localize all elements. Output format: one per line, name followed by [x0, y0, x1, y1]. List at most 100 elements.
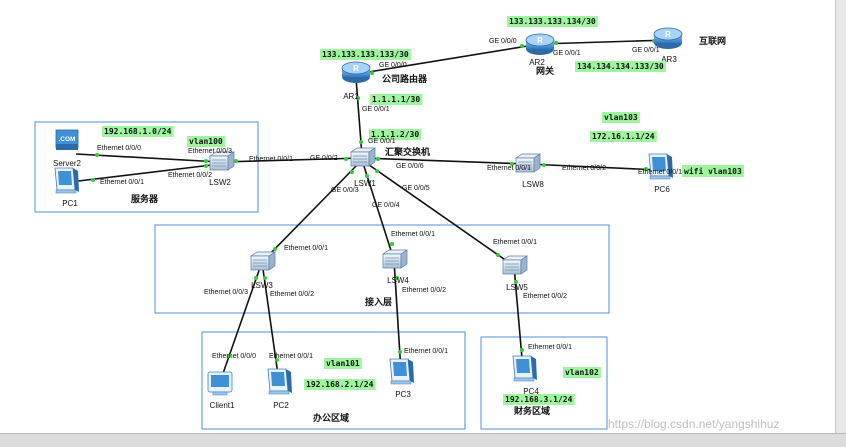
ar2-ar3-address: 134.134.134.133/30: [577, 62, 664, 71]
link-lsw8-pc6: [526, 163, 661, 171]
pc-pc1[interactable]: PC1: [54, 167, 80, 208]
switch-lsw1[interactable]: LSW1: [350, 147, 376, 188]
net-101-address: 192.168.2.1/24: [306, 380, 374, 389]
address-label-highlight: [102, 126, 174, 137]
client1-label: Client1: [210, 401, 235, 410]
address-labels: 133.133.133.133/30 133.133.133.134/30 13…: [102, 16, 744, 405]
watermark: https://blog.csdn.net/yangshihuz: [608, 417, 779, 431]
pc2-label: PC2: [273, 401, 289, 410]
pc-pc2[interactable]: PC2: [267, 368, 293, 410]
port-ar3-g001: GE 0/0/1: [632, 47, 660, 54]
port-pc4-e001: Ethernet 0/0/1: [528, 344, 572, 351]
address-label-highlight: [590, 131, 657, 142]
port-lsw4-e002: Ethernet 0/0/2: [402, 287, 446, 294]
topology-diagram: R: [34, 16, 779, 431]
vlan103-label: vlan103: [604, 113, 638, 122]
address-label-highlight: [507, 16, 598, 27]
port-pc6-e001: Ethernet 0/0/1: [638, 169, 682, 176]
access-layer-label: 接入层: [365, 296, 392, 308]
pc3-label: PC3: [395, 390, 411, 399]
switch-lsw4[interactable]: LSW4: [382, 249, 409, 285]
address-label-highlight: [563, 367, 601, 378]
finance-area-box: [480, 336, 608, 430]
port-ar1-g000: GE 0/0/0: [379, 62, 407, 69]
port-client1-e000: Ethernet 0/0/0: [212, 353, 256, 360]
link-server2-lsw2: [75, 153, 221, 163]
office-area-box: [201, 331, 466, 430]
port-lsw1-g004: GE 0/0/4: [372, 202, 400, 209]
router-ar2[interactable]: AR2: [525, 33, 555, 67]
link-pc1-lsw2: [69, 163, 221, 183]
pc-pc3[interactable]: PC3: [389, 358, 415, 399]
client-client1[interactable]: Client1: [207, 371, 235, 410]
lsw4-label: LSW4: [387, 276, 409, 285]
switch-lsw3[interactable]: LSW3: [250, 251, 276, 290]
ar3-label: AR3: [661, 55, 677, 64]
ar1-label: AR1: [343, 92, 359, 101]
port-lsw5-e002: Ethernet 0/0/2: [523, 293, 567, 300]
pc-pc4[interactable]: PC4: [512, 355, 539, 396]
lsw1-up-address: 1.1.1.2/30: [371, 130, 419, 139]
port-lsw4-e001: Ethernet 0/0/1: [391, 231, 435, 238]
link-lsw3-pc2: [261, 261, 280, 383]
port-lsw1-g001: GE 0/0/1: [368, 138, 396, 145]
port-ar1-g001: GE 0/0/1: [362, 106, 390, 113]
server-server2[interactable]: .COM Server2: [53, 129, 82, 168]
address-label-highlight: [369, 129, 422, 140]
ar2-wan-address: 133.133.133.134/30: [509, 17, 596, 26]
router-ar1[interactable]: AR1: [341, 61, 371, 101]
link-lsw1-lsw8: [361, 157, 528, 165]
switch-lsw5[interactable]: LSW5: [502, 255, 528, 292]
pc6-label: PC6: [654, 185, 670, 194]
switch-lsw8[interactable]: LSW8: [515, 153, 544, 189]
lsw3-label: LSW3: [251, 281, 273, 290]
lsw5-label: LSW5: [506, 283, 528, 292]
port-ar2-g001: GE 0/0/1: [553, 50, 581, 57]
ar2-label: AR2: [529, 58, 545, 67]
link-lsw3-client1: [219, 261, 263, 383]
port-pc3-e001: Ethernet 0/0/1: [404, 348, 448, 355]
pc-pc6[interactable]: PC6: [648, 153, 674, 194]
port-lsw2-e001: Ethernet 0/0/1: [249, 156, 293, 163]
port-lsw1-g002: GE 0/0/2: [310, 155, 338, 162]
pc4-label: PC4: [523, 387, 539, 396]
net-103-address: 172.16.1.1/24: [592, 132, 655, 141]
lsw1-label: LSW1: [354, 179, 376, 188]
office-area-label: 办公区域: [313, 412, 349, 424]
wifi-label: wifi vlan103: [684, 166, 742, 176]
link-ar1-ar2: [355, 43, 541, 75]
address-label-highlight: [370, 94, 423, 105]
address-label-highlight: [320, 49, 411, 60]
port-lsw2-e003: Ethernet 0/0/3: [188, 148, 232, 155]
address-label-highlight: [187, 136, 225, 147]
vlan102-label: vlan102: [565, 368, 599, 377]
finance-area-label: 财务区域: [513, 405, 550, 417]
internet-label: 互联网: [699, 35, 726, 47]
port-lsw1-g006: GE 0/0/6: [396, 163, 424, 170]
link-lsw1-lsw3: [261, 159, 363, 263]
switch-lsw2[interactable]: LSW2: [209, 151, 235, 187]
address-label-highlight: [602, 112, 640, 123]
core-switch-label: 汇聚交换机: [385, 146, 430, 158]
company-router-label: 公司路由器: [382, 73, 428, 85]
server-area-box: [34, 121, 259, 213]
horizontal-scrollbar[interactable]: [0, 433, 846, 447]
link-ar1-lsw1: [355, 77, 363, 157]
window-right-edge: [835, 0, 846, 446]
servers-label: 服务器: [131, 193, 159, 205]
port-lsw1-g005: GE 0/0/5: [402, 185, 430, 192]
address-label-highlight: [503, 394, 575, 405]
link-lsw2-lsw1: [219, 157, 363, 163]
vlan101-label: vlan101: [326, 359, 360, 368]
lsw8-label: LSW8: [522, 180, 544, 189]
net-102-address: 192.168.3.1/24: [505, 395, 573, 404]
server2-label: Server2: [53, 159, 82, 168]
pc1-label: PC1: [62, 199, 78, 208]
router-ar3[interactable]: AR3: [653, 27, 683, 64]
server-net-address: 192.168.1.0/24: [104, 127, 172, 136]
link-ar2-ar3: [539, 39, 669, 45]
address-label-highlight: [575, 61, 666, 72]
port-lsw5-e001: Ethernet 0/0/1: [493, 239, 537, 246]
address-label-highlight: [682, 165, 744, 177]
